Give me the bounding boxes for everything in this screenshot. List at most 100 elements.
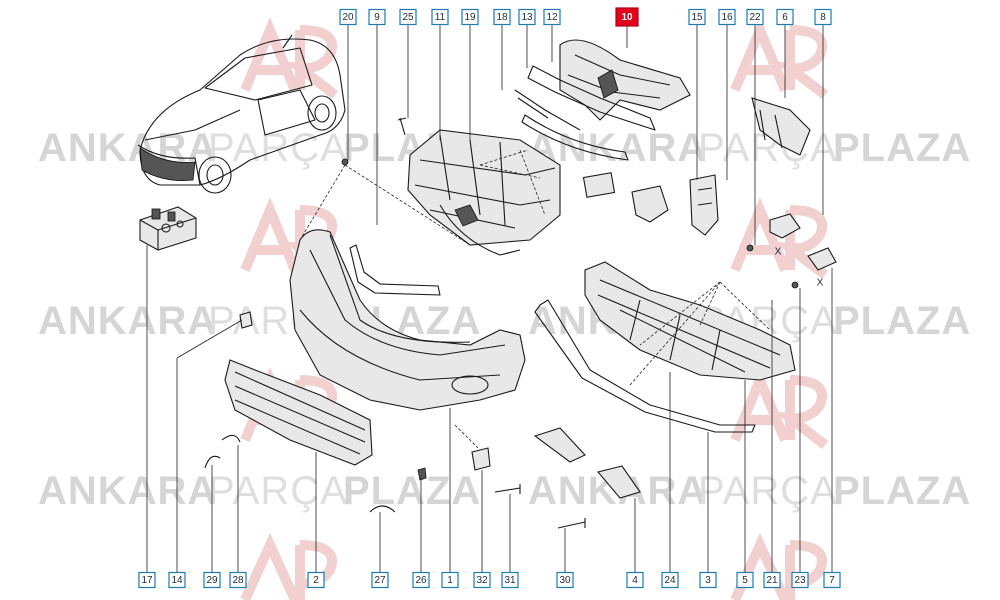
part-17-clip-kit bbox=[139, 206, 197, 251]
callout-box bbox=[138, 571, 156, 589]
callout-box bbox=[518, 8, 536, 26]
callout-19: 19 bbox=[461, 8, 479, 26]
callout-number: 15 bbox=[691, 12, 703, 23]
callout-box bbox=[746, 8, 764, 26]
callout-21: 21 bbox=[763, 571, 781, 589]
car-overview-illustration bbox=[137, 34, 346, 194]
callout-number: 1 bbox=[447, 575, 453, 586]
callout-number: 4 bbox=[632, 575, 638, 586]
watermark-plaza: PLAZA bbox=[833, 469, 971, 513]
callout-8: 8 bbox=[814, 8, 832, 26]
callout-2: 2 bbox=[307, 571, 325, 589]
callout-number: 28 bbox=[232, 575, 244, 586]
part-8-clip bbox=[769, 213, 801, 239]
callout-box bbox=[412, 571, 430, 589]
watermark-plaza: PLAZA bbox=[833, 299, 971, 343]
part-2-lower-grille bbox=[224, 359, 373, 466]
callout-box bbox=[441, 571, 459, 589]
callout-20: 20 bbox=[339, 8, 357, 26]
callout-number: 14 bbox=[171, 575, 183, 586]
part-7-clip bbox=[807, 247, 837, 271]
part-27-clip bbox=[369, 505, 396, 513]
callout-number: 6 bbox=[782, 12, 788, 23]
callout-number: 24 bbox=[664, 575, 676, 586]
callout-box bbox=[688, 8, 706, 26]
callout-24: 24 bbox=[661, 571, 679, 589]
callout-29: 29 bbox=[203, 571, 221, 589]
callout-25: 25 bbox=[399, 8, 417, 26]
callout-number: 25 bbox=[402, 12, 414, 23]
callout-11: 11 bbox=[431, 8, 449, 26]
callout-box bbox=[718, 8, 736, 26]
callout-number: 31 bbox=[504, 575, 516, 586]
callout-box bbox=[431, 8, 449, 26]
callout-box bbox=[791, 571, 809, 589]
callout-number: 12 bbox=[546, 12, 558, 23]
callout-number: 32 bbox=[476, 575, 488, 586]
part-9-bumper-chrome-trim bbox=[349, 244, 441, 296]
callout-box bbox=[776, 8, 794, 26]
callout-box bbox=[823, 571, 841, 589]
callout-box bbox=[307, 571, 325, 589]
x-marker: X bbox=[775, 247, 782, 258]
callout-box bbox=[368, 8, 386, 26]
watermark-parca: PARÇA bbox=[208, 469, 348, 513]
callout-5: 5 bbox=[736, 571, 754, 589]
part-23-screw bbox=[791, 281, 799, 289]
part-1-front-bumper bbox=[289, 229, 526, 411]
callouts-top-row: 20 9 25 11 19 18 13 12 10 15 16 22 6 8 bbox=[339, 7, 832, 27]
callout-16: 16 bbox=[718, 8, 736, 26]
callout-31: 31 bbox=[501, 571, 519, 589]
callout-number: 9 bbox=[374, 12, 380, 23]
callout-13: 13 bbox=[518, 8, 536, 26]
part-license-plate-label bbox=[582, 172, 616, 198]
callout-box bbox=[699, 571, 717, 589]
callout-28: 28 bbox=[229, 571, 247, 589]
callout-box bbox=[615, 7, 639, 27]
callout-10: 10 bbox=[615, 7, 639, 27]
callout-number: 23 bbox=[794, 575, 806, 586]
callout-number: 8 bbox=[820, 12, 826, 23]
callout-number: 18 bbox=[496, 12, 508, 23]
callout-box bbox=[168, 571, 186, 589]
callout-box bbox=[501, 571, 519, 589]
part-24-undertray bbox=[584, 261, 796, 381]
callout-box bbox=[763, 571, 781, 589]
callout-box bbox=[814, 8, 832, 26]
callout-number: 13 bbox=[521, 12, 533, 23]
callout-27: 27 bbox=[371, 571, 389, 589]
callout-number: 26 bbox=[415, 575, 427, 586]
callout-number: 5 bbox=[742, 575, 748, 586]
part-13-chrome-strip bbox=[514, 89, 581, 131]
callout-17: 17 bbox=[138, 571, 156, 589]
part-32-tow-cover bbox=[471, 447, 491, 471]
part-26-fastener bbox=[417, 467, 427, 481]
part-18-trim-strip bbox=[521, 114, 629, 161]
callout-number: 11 bbox=[435, 12, 446, 23]
callout-box bbox=[229, 571, 247, 589]
x-marker: X bbox=[817, 278, 824, 289]
callout-box bbox=[203, 571, 221, 589]
callout-number: 22 bbox=[749, 12, 761, 23]
callout-box bbox=[626, 571, 644, 589]
callout-30: 30 bbox=[556, 571, 574, 589]
callout-14: 14 bbox=[168, 571, 186, 589]
callout-number: 27 bbox=[374, 575, 386, 586]
part-14-small-bracket bbox=[239, 311, 253, 329]
part-20-clip bbox=[341, 158, 349, 166]
callout-number: 29 bbox=[206, 575, 218, 586]
callout-number: 30 bbox=[559, 575, 571, 586]
part-6-bumper-bracket bbox=[751, 97, 811, 156]
callout-number: 19 bbox=[464, 12, 476, 23]
callout-number: 20 bbox=[342, 12, 354, 23]
callout-box bbox=[543, 8, 561, 26]
callout-box bbox=[556, 571, 574, 589]
callout-23: 23 bbox=[791, 571, 809, 589]
part-31-bolt bbox=[494, 484, 521, 494]
callout-number: 16 bbox=[721, 12, 733, 23]
callout-9: 9 bbox=[368, 8, 386, 26]
callout-number: 21 bbox=[766, 575, 778, 586]
callout-box bbox=[736, 571, 754, 589]
callout-box bbox=[661, 571, 679, 589]
